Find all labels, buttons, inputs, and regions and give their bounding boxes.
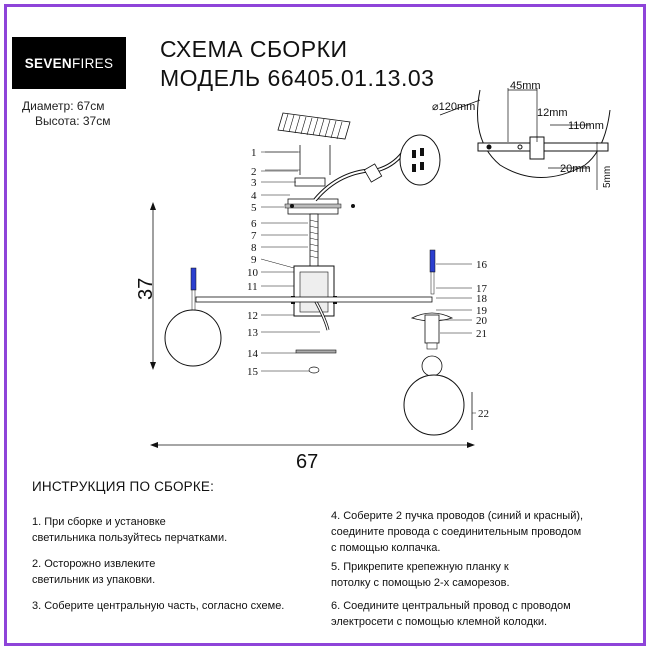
part-number-21: 21 xyxy=(476,328,487,340)
step-text-line: светильника пользуйтесь перчатками. xyxy=(32,532,228,544)
step-text-line: электросети с помощью клемной колодки. xyxy=(331,616,548,628)
instruction-step-4: 4. Соберите 2 пучка проводов (синий и кр… xyxy=(331,508,583,556)
part-number-8: 8 xyxy=(251,242,257,254)
part-number-19: 19 xyxy=(476,305,488,317)
instructions-heading: ИНСТРУКЦИЯ ПО СБОРКЕ: xyxy=(32,479,215,494)
page-title: СХЕМА СБОРКИ xyxy=(160,36,348,62)
part-number-2: 2 xyxy=(251,166,257,178)
part-number-10: 10 xyxy=(247,267,259,279)
ceiling-hatch xyxy=(277,112,351,140)
part-number-18: 18 xyxy=(476,293,488,305)
width-dimension-label: 67 xyxy=(296,451,318,473)
dim-5: 5mm xyxy=(602,166,613,188)
spec-diameter: Диаметр: 67см xyxy=(22,99,105,113)
step-text-line: потолку с помощью 2-х саморезов. xyxy=(331,577,510,589)
step-text-line: с помощью колпачка. xyxy=(331,542,441,554)
instruction-step-1: 1. При сборке и установке светильника по… xyxy=(32,514,227,546)
logo-bold-text: SEVEN xyxy=(24,55,72,71)
dimension-lines: 37 67 xyxy=(135,202,475,473)
left-shade xyxy=(164,267,222,367)
lamp-arm xyxy=(195,296,433,303)
spec-height: Высота: 37см xyxy=(35,114,111,128)
dim-diameter: ⌀120mm xyxy=(432,101,475,113)
part-number-9: 9 xyxy=(251,254,257,266)
part-number-20: 20 xyxy=(476,315,488,327)
central-assembly xyxy=(195,134,441,374)
height-dimension-label: 37 xyxy=(135,278,157,300)
part-number-11: 11 xyxy=(247,281,258,293)
dim-110: 110mm xyxy=(568,120,604,132)
part-number-3: 3 xyxy=(251,177,257,189)
step-text-line: 1. При сборке и установке xyxy=(32,516,166,528)
part-number-16: 16 xyxy=(476,259,488,271)
dim-12: 12mm xyxy=(537,107,568,119)
step-text-line: 5. Прикрепите крепежную планку к xyxy=(331,561,509,573)
connector-detail xyxy=(399,134,441,186)
step-text-line: соедините провода с соединительным прово… xyxy=(331,526,582,538)
step-text-line: 3. Соберите центральную часть, согласно … xyxy=(32,600,285,612)
step-text-line: 2. Осторожно извлеките xyxy=(32,558,156,570)
part-numbers: 1 2 3 4 5 6 7 8 9 10 11 12 13 14 15 16 1… xyxy=(247,147,489,420)
logo-light-text: FIRES xyxy=(72,55,114,71)
right-shade xyxy=(403,249,465,436)
part-number-17: 17 xyxy=(476,283,488,295)
part-number-6: 6 xyxy=(251,218,257,230)
part-number-12: 12 xyxy=(247,310,258,322)
instruction-step-3: 3. Соберите центральную часть, согласно … xyxy=(32,598,284,614)
step-text-line: светильник из упаковки. xyxy=(32,574,156,586)
part-number-1: 1 xyxy=(251,147,257,159)
step-text-line: 4. Соберите 2 пучка проводов (синий и кр… xyxy=(331,510,584,522)
instruction-step-2: 2. Осторожно извлеките светильник из упа… xyxy=(32,556,155,588)
part-number-14: 14 xyxy=(247,348,259,360)
part-number-5: 5 xyxy=(251,202,257,214)
part-number-15: 15 xyxy=(247,366,259,378)
part-number-7: 7 xyxy=(251,230,257,242)
leader-lines xyxy=(260,151,476,414)
part-number-4: 4 xyxy=(251,190,257,202)
step-text-line: 6. Соедините центральный провод с провод… xyxy=(331,600,571,612)
instruction-step-5: 5. Прикрепите крепежную планку к потолку… xyxy=(331,559,510,591)
model-title: МОДЕЛЬ 66405.01.13.03 xyxy=(160,65,435,91)
dim-20: 20mm xyxy=(560,163,591,175)
part-number-13: 13 xyxy=(247,327,259,339)
part-number-22: 22 xyxy=(478,408,489,420)
dim-45: 45mm xyxy=(510,80,541,92)
mounting-detail: 45mm ⌀120mm 12mm 110mm 20mm 5mm xyxy=(432,80,613,190)
instruction-step-6: 6. Соедините центральный провод с провод… xyxy=(331,598,571,630)
